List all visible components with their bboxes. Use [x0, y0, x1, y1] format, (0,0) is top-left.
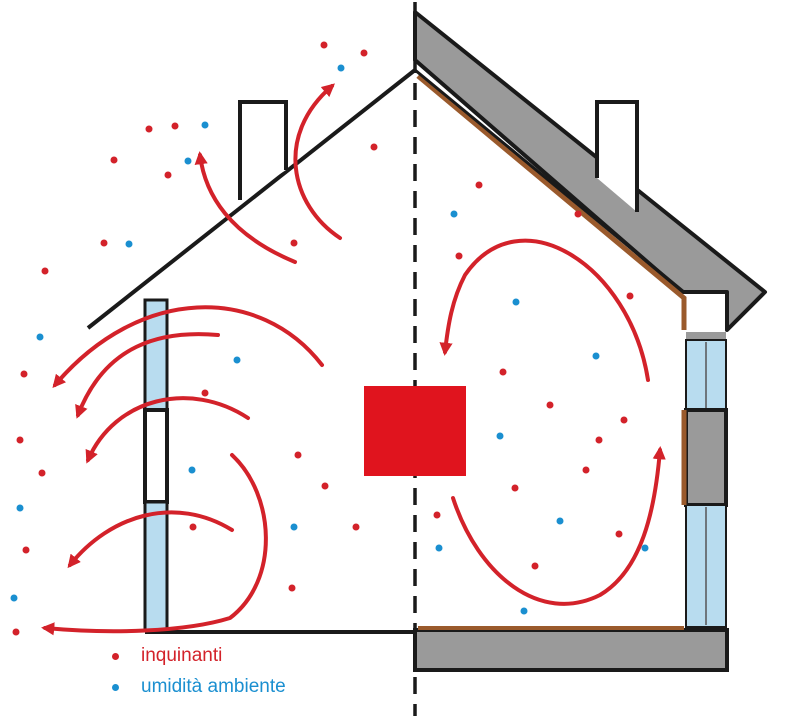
pollutant-dot	[201, 389, 209, 397]
humidity-dot	[435, 544, 443, 552]
pollutant-dot	[433, 511, 441, 519]
pollutant-dot	[455, 252, 463, 260]
pollutant-dot	[574, 210, 582, 218]
pollutant-dot	[20, 370, 28, 378]
humidity-legend-dot	[112, 683, 119, 691]
escape-arrow	[85, 396, 250, 464]
legend-humidity: umidità ambiente	[112, 676, 286, 698]
pollutant-dot	[531, 562, 539, 570]
leaky-chimney	[238, 100, 288, 200]
insulated-chimney	[595, 100, 639, 212]
pollutant-dot	[145, 125, 153, 133]
pollutant-dot	[189, 523, 197, 531]
pollutant-dot	[12, 628, 20, 636]
recirculation-arrow	[439, 238, 650, 382]
pollutant-dot	[352, 523, 360, 531]
humidity-dot	[592, 352, 600, 360]
pollutant-dot	[110, 156, 118, 164]
pollutant-dot	[321, 482, 329, 490]
pollutant-dot	[620, 416, 628, 424]
humidity-dot	[520, 607, 528, 615]
right-wall-block	[684, 408, 728, 507]
insulated-floor	[413, 628, 729, 672]
escape-arrow	[194, 151, 297, 264]
pollutant-dot	[546, 401, 554, 409]
escape-arrow	[75, 332, 220, 419]
escape-arrow	[293, 83, 342, 240]
escape-arrow	[67, 510, 234, 569]
right-wall-upper	[686, 332, 726, 342]
pollutant-dot	[360, 49, 368, 57]
pollutant-dot	[22, 546, 30, 554]
pollutant-legend-dot	[112, 652, 119, 660]
pollutant-dot	[294, 451, 302, 459]
legend-pollutants: inquinanti	[112, 645, 222, 667]
pollutant-dot	[38, 469, 46, 477]
pollutant-dot	[475, 181, 483, 189]
insulated-house	[413, 10, 767, 672]
roof-insulation-liner	[416, 74, 687, 330]
humidity-dot	[201, 121, 209, 129]
pollutant-particles	[12, 41, 634, 636]
pollutant-dot	[499, 368, 507, 376]
humidity-dot	[450, 210, 458, 218]
pollutant-dot	[290, 239, 298, 247]
escape-arrow	[41, 453, 268, 636]
pollutant-dot	[164, 171, 172, 179]
pollutant-dot	[370, 143, 378, 151]
insulated-roof	[413, 10, 767, 332]
pollutant-dot	[171, 122, 179, 130]
humidity-dot	[641, 544, 649, 552]
leaky-house	[86, 68, 417, 634]
legend-pollutants-label: inquinanti	[141, 645, 223, 666]
humidity-dot	[188, 466, 196, 474]
pollutant-dot	[626, 292, 634, 300]
left-wall-block	[143, 408, 169, 504]
pollutant-source	[364, 386, 466, 476]
pollutant-dot	[511, 484, 519, 492]
humidity-dot	[496, 432, 504, 440]
humidity-dot	[16, 504, 24, 512]
leaky-air-escape	[41, 83, 342, 636]
humidity-dot	[233, 356, 241, 364]
recirculation-arrow	[451, 446, 666, 606]
leaky-roof	[86, 68, 417, 330]
pollutant-dot	[41, 267, 49, 275]
pollutant-dot	[320, 41, 328, 49]
humidity-dot	[512, 298, 520, 306]
legend-humidity-label: umidità ambiente	[141, 676, 286, 697]
escape-arrow	[52, 305, 324, 389]
humidity-dot	[290, 523, 298, 531]
humidity-dot	[36, 333, 44, 341]
humidity-dot	[337, 64, 345, 72]
humidity-dot	[10, 594, 18, 602]
pollutant-dot	[288, 584, 296, 592]
humidity-dot	[184, 157, 192, 165]
pollutant-dot	[100, 239, 108, 247]
humidity-dot	[556, 517, 564, 525]
humidity-dot	[125, 240, 133, 248]
pollutant-dot	[615, 530, 623, 538]
left-window-bottom	[143, 500, 169, 632]
pollutant-dot	[582, 466, 590, 474]
humidity-particles	[10, 64, 649, 615]
pollutant-dot	[16, 436, 24, 444]
insulated-air-circulation	[439, 238, 666, 606]
pollutant-dot	[595, 436, 603, 444]
